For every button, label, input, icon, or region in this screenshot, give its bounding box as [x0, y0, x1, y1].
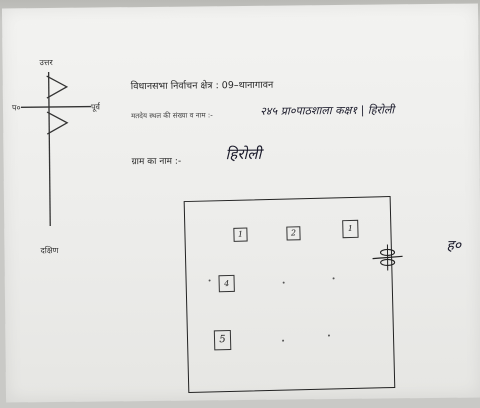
document-page: उत्तर प० पूर्व दक्षिण विधानसभा निर्वाचन …	[2, 4, 480, 403]
signature: ह०	[446, 236, 461, 255]
constituency-line: विधानसभा निर्वाचन क्षेत्र : 09–थानागावन	[131, 78, 274, 92]
map-dot	[209, 279, 211, 281]
compass-west-label: प०	[12, 102, 21, 113]
polling-area-map: 1 2 1 4 5	[184, 196, 396, 393]
compass-arrow-upper	[47, 76, 67, 98]
house-box: 5	[214, 330, 231, 350]
map-dot	[283, 282, 285, 284]
house-box: 1	[342, 220, 358, 238]
compass-vertical-line	[49, 72, 51, 226]
booth-handwritten-value: २४५ प्रा०पाठशाला कक्ष१ | हिरोली	[260, 102, 394, 118]
village-label: ग्राम का नाम :-	[131, 154, 181, 168]
booth-label: मतदेय स्थल की संख्या व नाम :-	[131, 111, 213, 121]
compass-south-label: दक्षिण	[40, 245, 58, 256]
map-dot	[282, 340, 284, 342]
compass-north-label: उत्तर	[39, 57, 52, 68]
compass-east-label: पूर्व	[91, 101, 100, 112]
well-symbol-icon	[370, 242, 404, 272]
house-box: 2	[286, 226, 300, 240]
compass-horizontal-line	[21, 107, 91, 108]
map-dot	[333, 277, 335, 279]
map-dot	[328, 335, 330, 337]
compass-arrow-lower	[47, 112, 67, 134]
house-box: 4	[218, 275, 234, 292]
house-box: 1	[233, 228, 247, 242]
village-handwritten-value: हिरोली	[225, 144, 261, 164]
